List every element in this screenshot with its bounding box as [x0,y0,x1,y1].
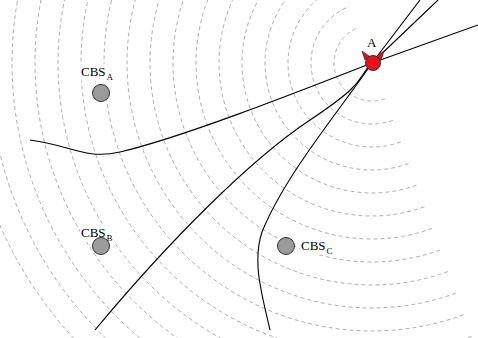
node-dot [92,237,110,255]
node-dot [365,55,381,71]
range-ring [196,0,432,239]
boundary-curve [30,25,478,154]
boundary-curve [95,0,438,330]
range-ring [242,0,416,193]
range-ring [334,28,385,101]
node-dot [92,84,110,102]
node-label: CBSC [300,238,334,255]
range-ring [81,0,472,338]
label-text: CBS [301,238,326,253]
range-ring [150,0,448,285]
base-station: CBSA [80,64,114,102]
label-subscript: C [327,246,333,256]
range-ring [12,0,478,338]
label-text: A [367,35,376,50]
boundary-curve [258,0,420,330]
range-ring [219,0,424,216]
range-ring [173,0,440,262]
range-ring [35,0,478,338]
node-label: CBSA [80,64,114,81]
node-dot [277,237,295,255]
label-subscript: A [107,72,114,82]
node-label: A [366,35,377,50]
mobile-node: A [365,35,381,71]
range-ring [127,0,456,308]
base-station: CBSC [277,237,334,255]
base-station: CBSB [80,225,114,255]
label-text: CBS [81,64,106,79]
range-ring [265,0,409,170]
range-ring [311,6,393,124]
